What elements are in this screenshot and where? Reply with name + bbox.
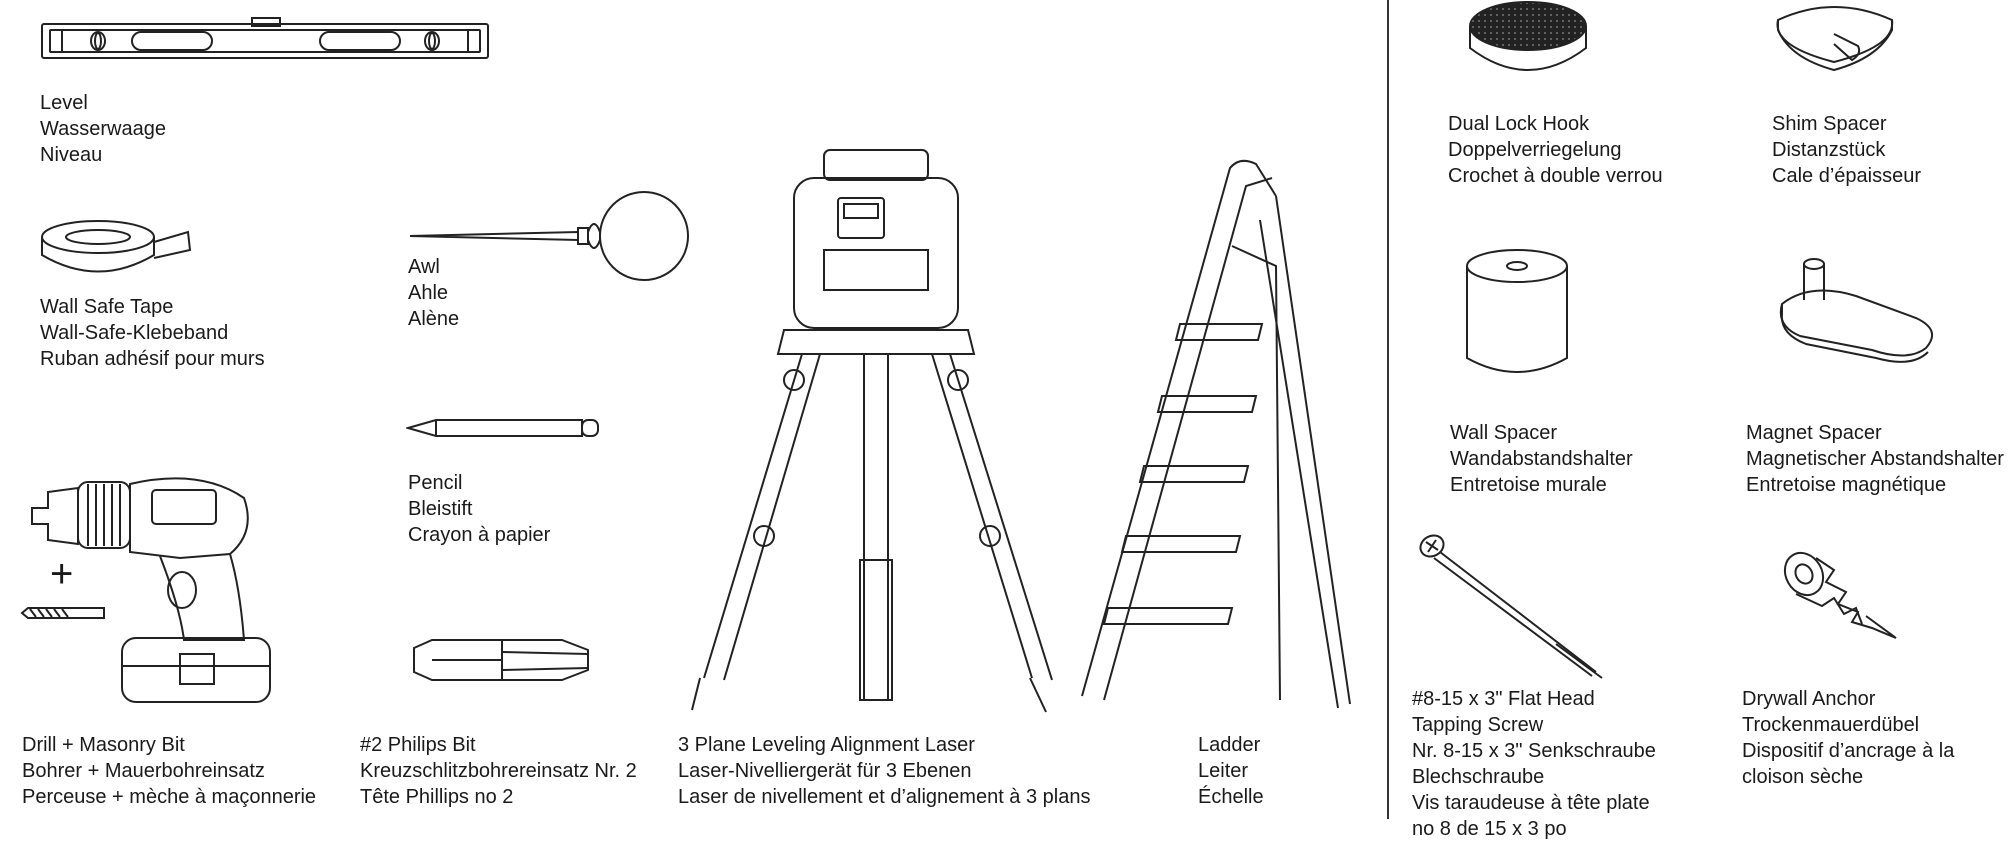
pencil-icon bbox=[406, 416, 602, 440]
screwdriver-bit-icon bbox=[412, 628, 592, 692]
anchor-label: Drywall Anchor Trockenmauerdübel Disposi… bbox=[1742, 688, 1955, 788]
wall-spacer-label: Wall Spacer Wandabstandshalter Entretois… bbox=[1450, 422, 1633, 496]
dual-lock-label: Dual Lock Hook Doppelverriegelung Croche… bbox=[1448, 113, 1663, 187]
shim-label: Shim Spacer Distanzstück Cale d’épaisseu… bbox=[1772, 113, 1921, 187]
screw-icon bbox=[1416, 532, 1606, 680]
level-icon bbox=[40, 14, 490, 66]
drywall-anchor-icon bbox=[1782, 548, 1902, 642]
tape-label: Wall Safe Tape Wall-Safe-Klebeband Ruban… bbox=[40, 296, 265, 370]
dual-lock-hook-icon bbox=[1464, 0, 1592, 76]
ladder-label: Ladder Leiter Échelle bbox=[1198, 734, 1264, 808]
drill-icon bbox=[30, 468, 280, 708]
section-divider bbox=[1387, 0, 1389, 819]
awl-icon bbox=[408, 186, 694, 290]
laser-label: 3 Plane Leveling Alignment Laser Laser-N… bbox=[678, 734, 1091, 808]
masonry-bit-icon bbox=[20, 606, 106, 620]
ladder-icon bbox=[1080, 156, 1360, 716]
level-label: Level Wasserwaage Niveau bbox=[40, 92, 166, 166]
tape-roll-icon bbox=[38, 212, 198, 282]
bit-label: #2 Philips Bit Kreuzschlitzbohrereinsatz… bbox=[360, 734, 637, 808]
wall-spacer-icon bbox=[1462, 246, 1572, 378]
awl-label: Awl Ahle Alène bbox=[408, 256, 460, 330]
laser-tripod-icon bbox=[674, 140, 1074, 728]
pencil-label: Pencil Bleistift Crayon à papier bbox=[408, 472, 551, 546]
magnet-spacer-icon bbox=[1776, 252, 1946, 372]
shim-spacer-icon bbox=[1770, 0, 1900, 78]
magnet-spacer-label: Magnet Spacer Magnetischer Abstandshalte… bbox=[1746, 422, 2004, 496]
plus-sign: + bbox=[50, 552, 74, 596]
drill-label: Drill + Masonry Bit Bohrer + Mauerbohrei… bbox=[22, 734, 317, 808]
